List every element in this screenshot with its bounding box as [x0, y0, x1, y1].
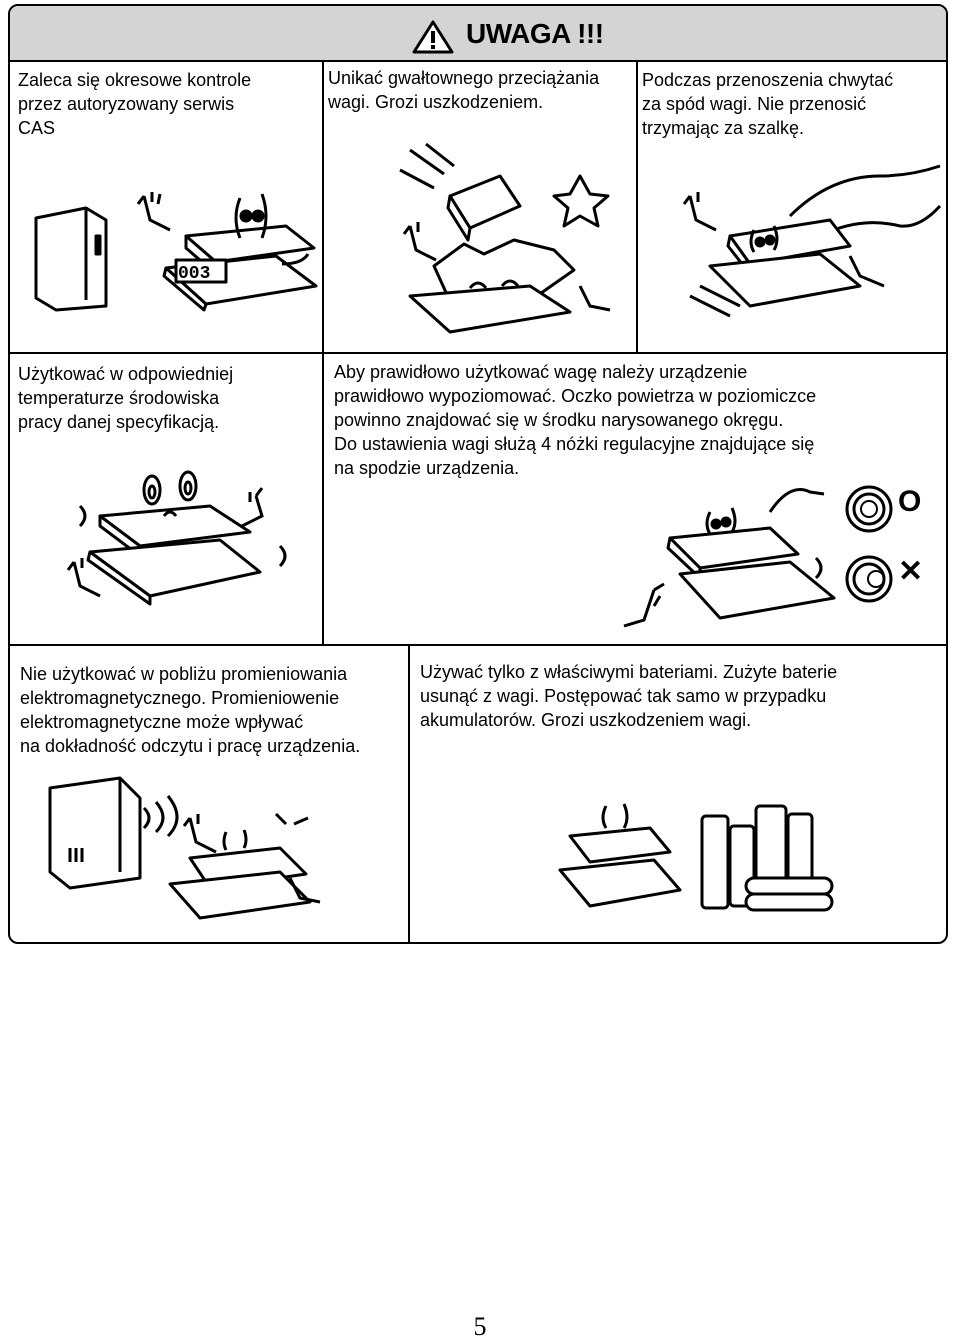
warning-frame: UWAGA !!! Zaleca się okresowe kontrole p…: [8, 4, 948, 944]
warning-triangle-icon: [412, 20, 454, 54]
leveling-scale-illustration: [623, 488, 836, 628]
battery-scale-illustration: [558, 803, 834, 912]
divider: [636, 62, 638, 354]
scale-display: 003: [178, 264, 210, 284]
correct-mark: O: [898, 485, 922, 518]
wrong-mark: ✕: [898, 555, 924, 588]
level-bubble-wrong-icon: [845, 555, 893, 603]
warning-title: UWAGA !!!: [466, 18, 604, 49]
notice-leveling: Aby prawidłowo użytkować wagę należy urz…: [334, 362, 817, 478]
page-number: 5: [473, 1312, 487, 1341]
notice-electromagnetic: Nie użytkować w pobliżu promieniowania e…: [20, 664, 361, 756]
warning-header: UWAGA !!!: [10, 6, 946, 62]
divider: [10, 644, 946, 646]
notice-overload: Unikać gwałtownego przeciążania wagi. Gr…: [328, 68, 600, 112]
notice-service-check: Zaleca się okresowe kontrole przez autor…: [18, 70, 252, 138]
radiation-scale-illustration: [48, 776, 321, 920]
overload-scale-illustration: [399, 142, 611, 334]
service-scale-illustration: 003: [34, 192, 318, 312]
notice-batteries: Używać tylko z właściwymi bateriami. Zuż…: [420, 662, 838, 730]
notice-temperature: Użytkować w odpowiedniej temperaturze śr…: [18, 364, 234, 432]
temperature-scale-illustration: [66, 470, 287, 606]
level-bubble-correct-icon: [845, 485, 893, 533]
divider: [408, 644, 410, 942]
carrying-scale-illustration: [682, 164, 942, 318]
notice-carrying: Podczas przenoszenia chwytać za spód wag…: [642, 70, 894, 138]
divider: [10, 352, 946, 354]
